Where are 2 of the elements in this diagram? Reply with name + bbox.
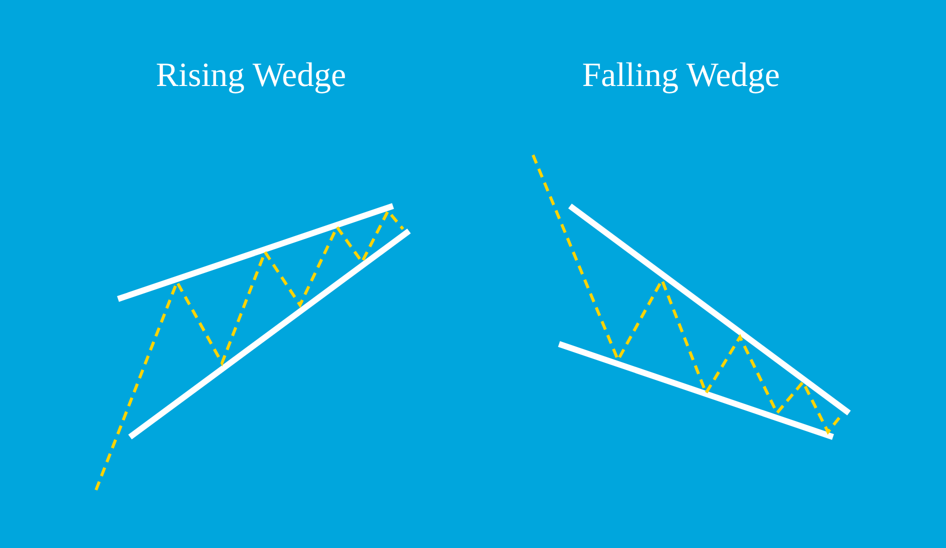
- panel-heading: Falling Wedge: [582, 57, 780, 95]
- panel-heading: Rising Wedge: [156, 57, 346, 95]
